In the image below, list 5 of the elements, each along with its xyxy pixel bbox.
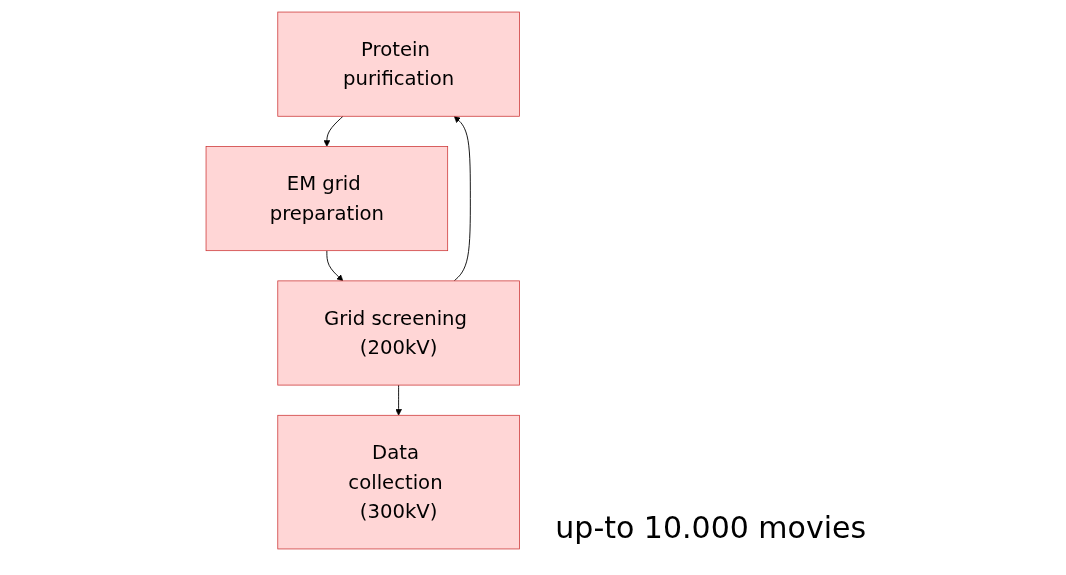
node-box: Protein purification: [277, 11, 520, 117]
node-note: up-to 10.000 movies: [555, 510, 867, 545]
node-box: EM grid preparation: [205, 146, 448, 252]
node-box: Grid screening (200kV): [277, 280, 520, 386]
node-box: Data collection (300kV): [277, 414, 520, 550]
